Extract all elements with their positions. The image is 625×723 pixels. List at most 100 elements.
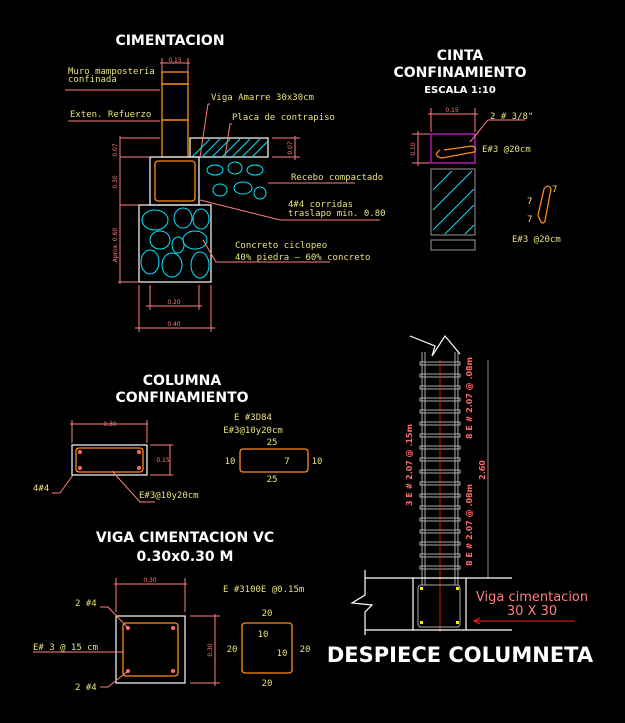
dim-left-beam: 0.30 bbox=[112, 175, 119, 189]
viga-d-top: 20 bbox=[262, 609, 273, 619]
viga-stirrup bbox=[122, 622, 179, 677]
tie-beam bbox=[149, 156, 200, 206]
viga-detail: VIGA CIMENTACION VC 0.30x0.30 M 0.30 0.3… bbox=[33, 530, 310, 693]
viga-bars bbox=[126, 626, 175, 673]
viga-dims bbox=[33, 578, 220, 688]
label-muro: Muro mampostería bbox=[68, 67, 155, 77]
column-height: 2.60 bbox=[478, 460, 487, 480]
cimentacion-detail: CIMENTACION bbox=[65, 33, 386, 332]
break-line-top bbox=[409, 334, 461, 357]
beam-size-label: 30 X 30 bbox=[507, 604, 557, 619]
columna-d-left: 10 bbox=[225, 457, 236, 467]
floor-slab bbox=[189, 137, 269, 158]
columna-detail-1: E #3D84 bbox=[234, 413, 272, 423]
columna-d-top: 25 bbox=[267, 438, 278, 448]
columna-stirrup bbox=[75, 447, 144, 473]
cinta-dim-width: 0.15 bbox=[445, 107, 459, 114]
columna-bars bbox=[78, 450, 141, 470]
viga-d-right: 20 bbox=[300, 645, 311, 655]
dim-left-base: Aprox. 0.60 bbox=[112, 228, 119, 263]
cinta-title: CINTA bbox=[437, 48, 484, 64]
viga-d-left: 20 bbox=[227, 645, 238, 655]
hook-dim-a: 7 bbox=[552, 185, 557, 195]
cinta-scale: ESCALA 1:10 bbox=[424, 85, 496, 96]
columna-bars-label: 4#4 bbox=[33, 484, 49, 494]
cinta-hatch bbox=[432, 170, 475, 235]
s-hook-label: E#3 @20cm bbox=[512, 235, 561, 245]
viga-title: VIGA CIMENTACION VC bbox=[96, 530, 274, 546]
columna-d-right: 10 bbox=[312, 457, 323, 467]
masonry-wall bbox=[161, 83, 189, 121]
label-ciclopeo: Concreto ciclopeo bbox=[235, 241, 327, 251]
stirrups-middle-label: 3 E # 2.07 @ .15m bbox=[405, 424, 414, 506]
column-rebar bbox=[421, 352, 459, 585]
columna-subtitle: CONFINAMIENTO bbox=[115, 390, 248, 406]
slab-hatch bbox=[191, 138, 268, 158]
compacted-fill bbox=[206, 161, 267, 200]
columna-section bbox=[71, 444, 148, 476]
dim-bottom-inner: 0.20 bbox=[167, 299, 181, 306]
viga-d-hook-2: 10 bbox=[277, 649, 288, 659]
label-viga-amarre: Viga Amarre 30x30cm bbox=[211, 93, 314, 103]
columna-detail: COLUMNA CONFINAMIENTO 0.30 0.15 4#4 E#3@… bbox=[33, 373, 323, 503]
viga-bars-bottom: 2 #4 bbox=[75, 683, 97, 693]
viga-detail-label: E #3100E @0.15m bbox=[223, 585, 304, 595]
cimentacion-dim-lines bbox=[65, 58, 380, 332]
label-exten-refuerzo: Exten. Refuerzo bbox=[70, 110, 151, 120]
cinta-subtitle: CONFINAMIENTO bbox=[393, 65, 526, 81]
hook-dim-c: 7 bbox=[527, 215, 532, 225]
cinta-hook bbox=[435, 145, 477, 159]
beam-bars bbox=[420, 587, 459, 624]
viga-stirrup-label: E# 3 @ 15 cm bbox=[33, 643, 98, 653]
label-confinada: confinada bbox=[68, 75, 117, 85]
columna-dim-height: 0.15 bbox=[156, 457, 170, 464]
columna-dims bbox=[52, 420, 173, 503]
columneta-title: DESPIECE COLUMNETA bbox=[327, 643, 594, 667]
dim-top: 0.15 bbox=[168, 57, 182, 64]
cinta-wall-below bbox=[430, 239, 476, 251]
cyclopean-stones bbox=[140, 207, 210, 279]
arrow-head-icon bbox=[472, 617, 481, 625]
columna-stirrup-detail bbox=[239, 448, 309, 473]
viga-d-bottom: 20 bbox=[262, 679, 273, 689]
label-proporcion: 40% piedra — 60% concreto bbox=[235, 253, 370, 263]
cimentacion-title: CIMENTACION bbox=[115, 33, 224, 49]
stirrups-top-label: 8 E # 2.07 @ .08m bbox=[465, 357, 474, 439]
viga-size: 0.30x0.30 M bbox=[137, 549, 234, 565]
viga-d-hook-1: 10 bbox=[258, 630, 269, 640]
columna-d-hook: 7 bbox=[284, 457, 289, 467]
cinta-dims bbox=[412, 108, 525, 166]
columna-title: COLUMNA bbox=[143, 373, 222, 389]
beam-stirrup-section bbox=[417, 584, 461, 628]
viga-dim-width: 0.30 bbox=[143, 577, 157, 584]
label-placa: Placa de contrapiso bbox=[232, 113, 335, 123]
columna-stirrup-label: E#3@10y20cm bbox=[139, 491, 199, 501]
columneta-detail: 2.60 3 E # 2.07 @ .15m 8 E # 2.07 @ .08m… bbox=[327, 334, 594, 667]
wall-cap bbox=[161, 71, 189, 85]
columna-detail-2: E#3@10y20cm bbox=[223, 426, 283, 436]
beam-label: Viga cimentacion bbox=[476, 590, 588, 605]
hook-dim-b: 7 bbox=[527, 197, 532, 207]
viga-section bbox=[115, 615, 186, 684]
cyclopean-base bbox=[138, 204, 212, 283]
label-corridas: 4#4 corridas bbox=[288, 200, 353, 210]
viga-dim-height: 0.30 bbox=[207, 643, 214, 657]
columna-dim-width: 0.30 bbox=[103, 421, 117, 428]
wall-extension bbox=[161, 119, 189, 158]
dim-bottom-outer: 0.40 bbox=[167, 321, 181, 328]
foundation-beam bbox=[350, 570, 512, 635]
stirrups-bottom-label: 8 E # 2.07 @ .08m bbox=[465, 484, 474, 566]
cinta-dim-height: 0.10 bbox=[410, 142, 417, 156]
viga-bars-top: 2 #4 bbox=[75, 599, 97, 609]
cinta-wall bbox=[430, 168, 476, 236]
dim-right-slab: 0.07 bbox=[287, 141, 294, 155]
viga-stirrup-detail bbox=[241, 622, 293, 674]
label-traslapo: traslapo min. 0.80 bbox=[288, 209, 386, 219]
label-recebo: Recebo compactado bbox=[291, 173, 383, 183]
s-hook-icon bbox=[537, 185, 552, 224]
cinta-bars-label: 2 # 3/8" bbox=[490, 112, 533, 122]
cinta-stirrup-label: E#3 @20cm bbox=[482, 145, 531, 155]
columna-d-bottom: 25 bbox=[267, 475, 278, 485]
beam-stirrup bbox=[154, 160, 196, 202]
